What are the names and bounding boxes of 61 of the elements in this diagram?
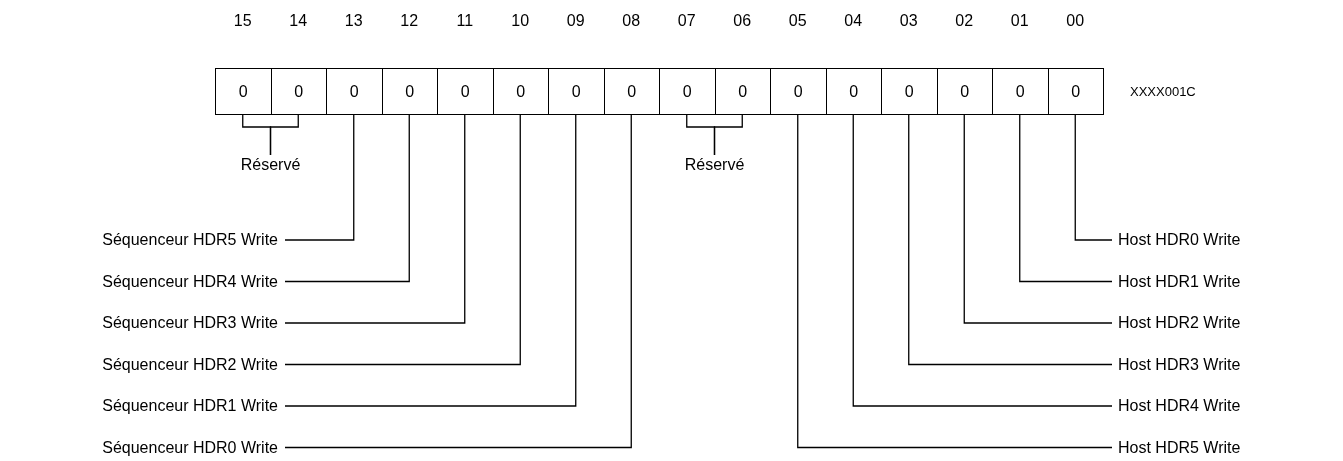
bit-value-cell: 0 [881,68,938,115]
field-label: Host HDR0 Write [1118,230,1241,250]
bit-number: 14 [289,12,308,30]
leader-line [269,114,299,156]
leader-line [1074,114,1113,241]
field-label: Séquenceur HDR0 Write [102,437,278,458]
bit-value-cell: 0 [326,68,383,115]
bit-number: 09 [566,12,585,30]
bit-number: 03 [899,12,918,30]
bit-number: 02 [955,12,974,30]
leader-line [797,114,1113,449]
bit-value-cell: 0 [714,68,771,115]
leader-line [284,114,577,407]
bit-number: 00 [1066,12,1085,30]
field-label: Séquenceur HDR1 Write [102,396,278,416]
bit-value-cell: 0 [492,68,549,115]
bit-value-cell: 0 [1047,68,1104,115]
field-label: Réservé [684,155,745,175]
bit-value-cell: 0 [992,68,1049,115]
leader-line [963,114,1113,324]
field-label: Host HDR2 Write [1118,313,1241,333]
leader-line [284,114,355,241]
field-label: Séquenceur HDR2 Write [102,354,278,375]
bit-number: 01 [1010,12,1029,30]
leader-line [284,114,521,366]
bit-value-cell: 0 [770,68,827,115]
bit-number: 04 [844,12,863,30]
leader-line [713,114,743,156]
field-label: Host HDR4 Write [1118,396,1241,416]
register-address: XXXX001C [1130,84,1196,99]
bit-number: 07 [677,12,696,30]
leader-line [284,114,466,324]
bit-number: 15 [233,12,252,30]
bit-number: 10 [511,12,530,30]
leader-line [852,114,1113,407]
leader-line [1019,114,1113,283]
leader-line [908,114,1113,366]
field-label: Séquenceur HDR4 Write [102,271,278,292]
bit-value-cell: 0 [659,68,716,115]
bit-value-cell: 0 [437,68,494,115]
field-label: Host HDR5 Write [1118,437,1241,458]
field-label: Host HDR1 Write [1118,271,1241,292]
field-label: Host HDR3 Write [1118,354,1241,375]
bit-number: 12 [400,12,419,30]
bit-number: 13 [344,12,363,30]
bit-value-cell: 0 [825,68,882,115]
bit-value-cell: 0 [270,68,327,115]
bit-number: 11 [456,12,474,30]
leader-line [284,114,410,283]
bit-number: 08 [622,12,641,30]
bit-value-cell: 0 [548,68,605,115]
leader-line [284,114,632,449]
bit-value-cell: 0 [381,68,438,115]
bit-value-cell: 0 [603,68,660,115]
field-label: Réservé [240,155,301,175]
bit-number: 05 [788,12,807,30]
bit-number: 06 [733,12,752,30]
field-label: Séquenceur HDR5 Write [102,230,278,250]
field-label: Séquenceur HDR3 Write [102,313,278,333]
bit-value-cell: 0 [936,68,993,115]
bit-value-cell: 0 [215,68,272,115]
